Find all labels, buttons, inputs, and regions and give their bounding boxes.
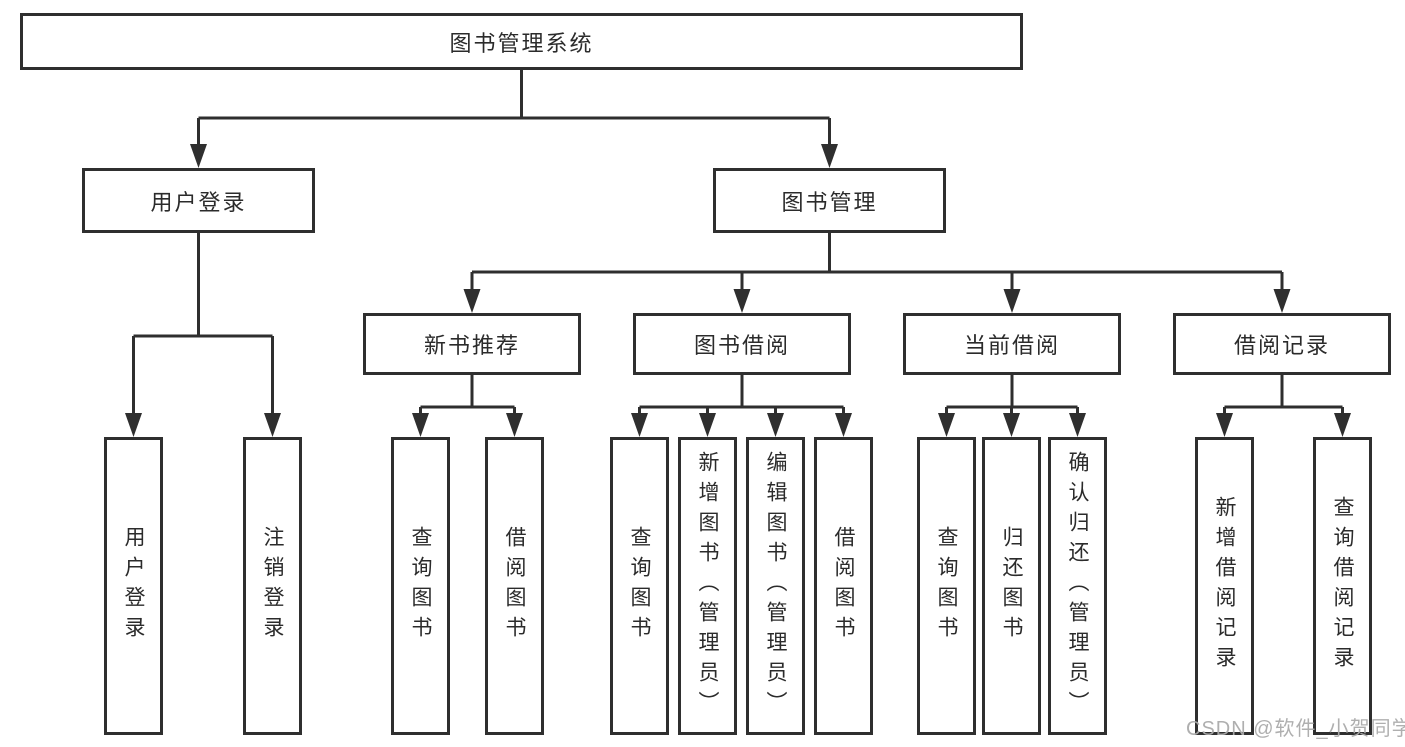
node-label: 借阅图书 — [832, 526, 855, 646]
arrowheads — [125, 144, 1351, 437]
node-label: 借阅图书 — [503, 526, 526, 646]
node-new-book-recommend: 新书推荐 — [363, 313, 581, 375]
leaf-query-books-1: 查询图书 — [391, 437, 450, 735]
node-current-borrow: 当前借阅 — [903, 313, 1121, 375]
node-book-management: 图书管理 — [713, 168, 946, 233]
node-user-login: 用户登录 — [82, 168, 315, 233]
node-label: 查询借阅记录 — [1331, 496, 1354, 676]
node-label: 查询图书 — [628, 526, 651, 646]
node-label: 查询图书 — [935, 526, 958, 646]
leaf-logout: 注销登录 — [243, 437, 302, 735]
node-label: 新书推荐 — [423, 333, 520, 358]
node-label: 图书管理系统 — [449, 30, 594, 56]
node-label: 当前借阅 — [963, 333, 1060, 358]
leaf-borrow-books-1: 借阅图书 — [485, 437, 544, 735]
leaf-query-borrow-record: 查询借阅记录 — [1313, 437, 1372, 735]
node-label: 注销登录 — [261, 526, 284, 646]
leaf-add-book-admin: 新增图书（管理员） — [678, 437, 737, 735]
node-label: 归还图书 — [1000, 526, 1023, 646]
leaf-edit-book-admin: 编辑图书（管理员） — [746, 437, 805, 735]
csdn-watermark: CSDN @软件_小贺同学 — [1186, 718, 1405, 740]
node-borrow-records: 借阅记录 — [1173, 313, 1391, 375]
node-label: 借阅记录 — [1233, 333, 1330, 358]
leaf-user-login: 用户登录 — [104, 437, 163, 735]
node-label: 用户登录 — [122, 526, 145, 646]
node-label: 编辑图书（管理员） — [764, 451, 787, 721]
node-label: 确认归还（管理员） — [1066, 451, 1089, 721]
node-root-system: 图书管理系统 — [20, 13, 1023, 70]
node-label: 新增借阅记录 — [1213, 496, 1236, 676]
connector-lines — [133, 70, 1343, 409]
node-book-borrow: 图书借阅 — [633, 313, 851, 375]
leaf-query-books-2: 查询图书 — [610, 437, 669, 735]
leaf-confirm-return-admin: 确认归还（管理员） — [1048, 437, 1107, 735]
leaf-borrow-books-2: 借阅图书 — [814, 437, 873, 735]
node-label: 新增图书（管理员） — [696, 451, 719, 721]
node-label: 图书管理 — [781, 189, 878, 215]
node-label: 用户登录 — [150, 189, 247, 215]
node-label: 查询图书 — [409, 526, 432, 646]
arrow-stub-lines — [132, 118, 1344, 417]
leaf-query-books-3: 查询图书 — [917, 437, 976, 735]
leaf-add-borrow-record: 新增借阅记录 — [1195, 437, 1254, 735]
leaf-return-book: 归还图书 — [982, 437, 1041, 735]
node-label: 图书借阅 — [693, 333, 790, 358]
